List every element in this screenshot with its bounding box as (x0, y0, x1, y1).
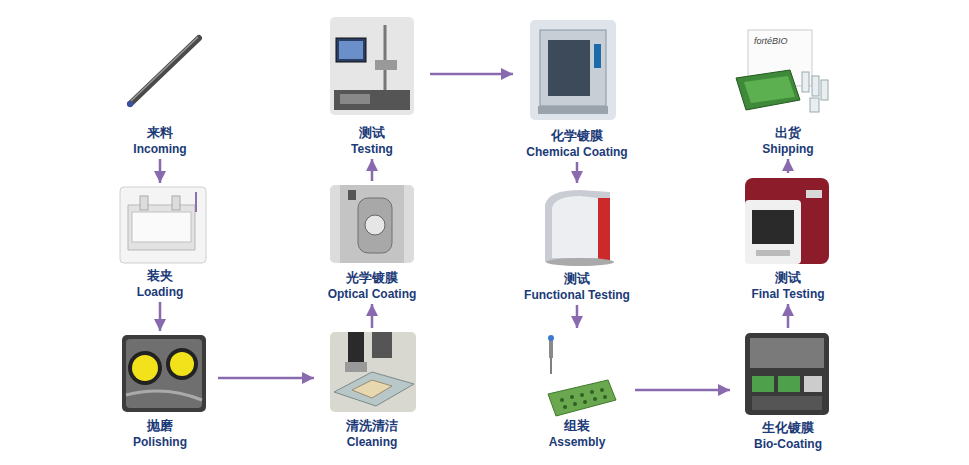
step-name-en: Final Testing (751, 286, 824, 302)
step-name-en: Loading (137, 284, 184, 300)
brand-logo-text: fortéBIO (754, 36, 788, 46)
process-step: 抛磨Polishing (110, 333, 210, 450)
flow-arrow (159, 302, 162, 331)
step-name-en: Bio-Coating (754, 436, 822, 452)
step-name-zh: 来料 (147, 125, 173, 141)
microscope-picture (330, 332, 416, 412)
oven-picture (530, 20, 616, 120)
step-name-en: Assembly (549, 434, 606, 450)
flow-arrow (371, 304, 374, 328)
process-step: 来料Incoming (110, 30, 210, 157)
step-name-zh: 生化镀膜 (762, 420, 814, 436)
polishing-picture (122, 335, 206, 412)
step-name-en: Chemical Coating (526, 144, 627, 160)
instrument-picture (545, 190, 614, 266)
flow-arrow (576, 305, 579, 328)
step-name-zh: 抛磨 (147, 418, 173, 434)
process-step: 光学镀膜Optical Coating (322, 183, 422, 302)
fixture-picture (120, 187, 206, 263)
process-step: 组装Assembly (527, 330, 627, 450)
process-step: 出货Shipping (738, 28, 838, 157)
step-name-zh: 清洗清洁 (346, 418, 398, 434)
step-name-en: Optical Coating (328, 286, 417, 302)
flow-arrow (576, 162, 579, 183)
step-name-zh: 出货 (775, 125, 801, 141)
flow-arrow (218, 377, 314, 380)
step-name-zh: 化学镀膜 (551, 128, 603, 144)
analyzer-picture (745, 178, 829, 264)
package-picture (736, 30, 828, 112)
rod-picture (127, 37, 199, 107)
process-step: 化学镀膜Chemical Coating (521, 18, 633, 160)
flow-arrow (635, 389, 730, 392)
robot-deck-picture (745, 333, 829, 415)
step-name-en: Functional Testing (524, 287, 630, 303)
step-name-en: Incoming (133, 141, 186, 157)
flow-arrow (787, 304, 790, 328)
step-name-en: Polishing (133, 434, 187, 450)
flow-arrow (430, 73, 513, 76)
flow-arrow (159, 159, 162, 183)
process-step: 测试Testing (322, 15, 422, 157)
flow-arrow (787, 159, 790, 173)
step-name-zh: 组装 (564, 418, 590, 434)
step-name-zh: 测试 (359, 125, 385, 141)
test-bench-picture (330, 17, 414, 115)
coating-chamber-picture (330, 185, 414, 263)
process-step: 装夹Loading (110, 185, 210, 300)
step-name-zh: 测试 (775, 270, 801, 286)
process-step: 生化镀膜Bio-Coating (738, 330, 838, 452)
process-step: 测试Final Testing (738, 175, 838, 302)
tray-picture (548, 335, 616, 416)
process-step: 清洗清洁Cleaning (322, 330, 422, 450)
process-step: 测试Functional Testing (519, 185, 635, 303)
step-name-en: Cleaning (347, 434, 398, 450)
step-name-zh: 测试 (564, 271, 590, 287)
step-name-zh: 装夹 (147, 268, 173, 284)
step-name-en: Testing (351, 141, 393, 157)
step-name-en: Shipping (762, 141, 813, 157)
flow-arrow (371, 159, 374, 181)
step-name-zh: 光学镀膜 (346, 270, 398, 286)
